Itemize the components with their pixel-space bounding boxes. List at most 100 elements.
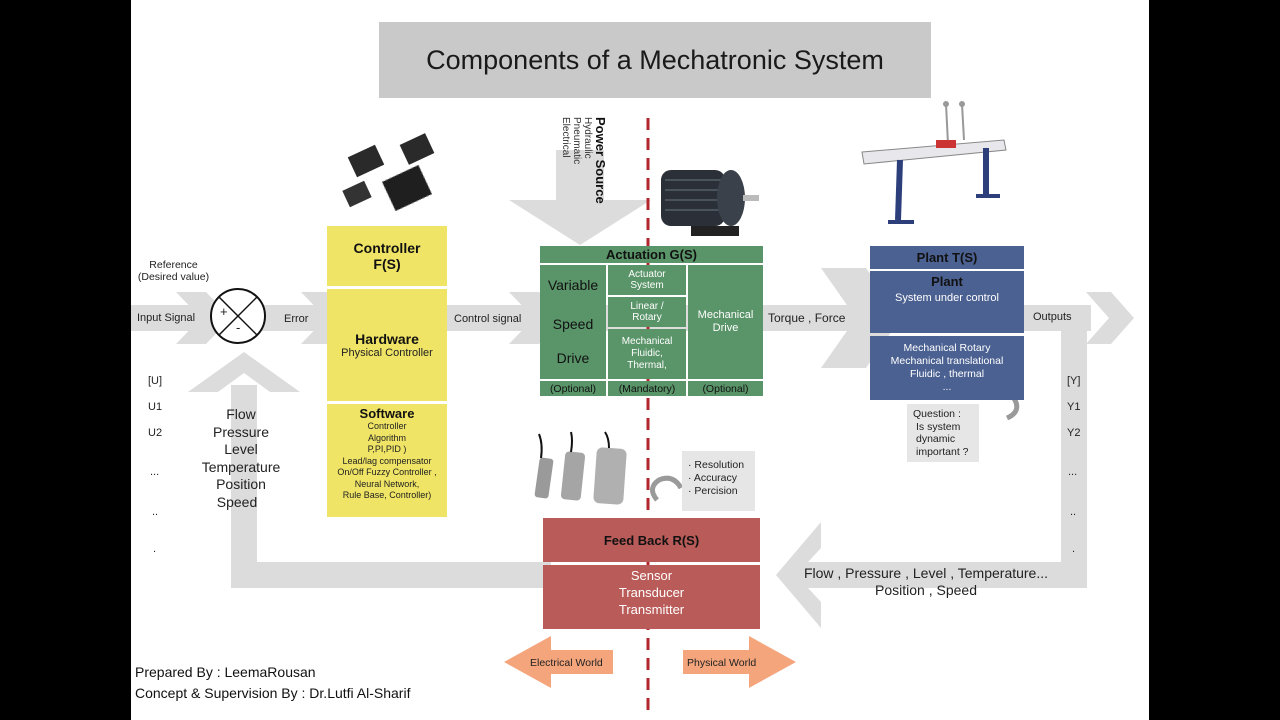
chevron-feedback-in xyxy=(776,522,821,628)
feedback-body: Sensor Transducer Transmitter xyxy=(543,565,760,629)
plant-type: Mechanical translational xyxy=(890,355,1004,367)
y-label-dots-3: ... xyxy=(1068,466,1078,478)
question-line: Question : xyxy=(913,408,961,420)
reference-label: Reference (Desired value) xyxy=(131,259,216,283)
controller-title: Controller xyxy=(353,240,421,256)
actuation-header: Actuation G(S) xyxy=(540,246,763,263)
plus-sign: + xyxy=(220,304,228,319)
question-line: Is system xyxy=(916,420,961,433)
software-lines: Controller Algorithm P,PI,PID ) Lead/lag… xyxy=(327,421,447,502)
plant-title: Plant xyxy=(931,274,963,289)
u-label-dots-2: .. xyxy=(152,506,159,518)
title-box: Components of a Mechatronic System xyxy=(379,22,931,98)
mandatory: (Mandatory) xyxy=(608,381,686,396)
y-label-dots-2: .. xyxy=(1070,506,1077,518)
plant-type: Mechanical Rotary xyxy=(903,342,991,354)
y-label-2: Y2 xyxy=(1067,427,1081,439)
power-source-stem xyxy=(556,150,604,202)
mechanical-fluidic-cell: Mechanical Fluidic, Thermal, xyxy=(608,329,686,379)
hardware-subtitle: Physical Controller xyxy=(341,347,433,359)
var-speed: Speed xyxy=(216,493,258,510)
plant-header: Plant T(S) xyxy=(870,246,1024,269)
power-source-electrical: Electrical xyxy=(560,117,571,158)
sensors-image xyxy=(534,431,627,505)
plant-main: Plant System under control xyxy=(870,271,1024,333)
output-down-path xyxy=(1061,318,1087,588)
transducer-line: Transducer xyxy=(618,585,685,600)
u-label-dots-1: . xyxy=(153,543,157,555)
output-variables: Flow , Pressure , Level , Temperature...… xyxy=(781,565,1071,599)
software-line: Algorithm xyxy=(367,432,406,443)
controller-transfer: F(S) xyxy=(373,256,401,272)
software-line: Controller xyxy=(367,421,407,431)
question-line: dynamic xyxy=(916,433,956,445)
mech-line: Mechanical xyxy=(621,336,673,347)
software-line: Neural Network, xyxy=(354,478,420,489)
linear-rotary-cell: Linear / Rotary xyxy=(608,297,686,327)
plant-type: ... xyxy=(942,381,952,393)
power-source-title: Power Source xyxy=(593,117,608,204)
power-source-label: Power Source Hydraulic Pneumatic Electri… xyxy=(536,117,608,212)
question-box: Question : Is system dynamic important ? xyxy=(907,404,979,462)
speed-label: Speed xyxy=(552,316,594,332)
linear-rail-image xyxy=(861,101,1007,224)
controller-software: Software Controller Algorithm P,PI,PID )… xyxy=(327,404,447,517)
flow-arrows xyxy=(131,118,1134,712)
credits-prepared: Prepared By : LeemaRousan xyxy=(135,664,316,680)
output-vars-line-1: Flow , Pressure , Level , Temperature... xyxy=(803,565,1049,581)
fluidic-line: Fluidic, xyxy=(631,348,663,359)
ic-chips-image xyxy=(342,133,435,212)
power-source-pneumatic: Pneumatic xyxy=(571,117,582,165)
u-label-2: U2 xyxy=(148,427,163,439)
electrical-world-label: Electrical World xyxy=(530,657,603,669)
software-title: Software xyxy=(359,406,415,421)
slide: Components of a Mechatronic System Power… xyxy=(131,0,1149,720)
software-line: P,PI,PID ) xyxy=(367,444,407,454)
mech-drive-line: Mechanical xyxy=(697,309,754,321)
input-signal-label: Input Signal xyxy=(137,312,196,324)
power-source-arrowhead xyxy=(509,200,651,245)
outputs-label: Outputs xyxy=(1033,311,1072,323)
rotary-line: Rotary xyxy=(632,312,662,323)
electrical-world-arrow xyxy=(504,636,613,688)
physical-world-arrow xyxy=(683,636,796,688)
var-pressure: Pressure xyxy=(212,423,270,440)
sensor-properties-box: · Resolution · Accuracy · Percision xyxy=(682,451,755,511)
motor-image xyxy=(661,170,759,236)
y-label-vector: [Y] xyxy=(1067,375,1081,387)
output-vars-line-2: Position , Speed xyxy=(875,582,977,598)
y-label-dots-1: . xyxy=(1072,543,1076,555)
controller-header: Controller F(S) xyxy=(327,226,447,286)
u-label-vector: [U] xyxy=(148,375,163,387)
linear-line: Linear / xyxy=(630,301,664,312)
feedback-return-path xyxy=(231,562,551,588)
u-label-dots-3: ... xyxy=(150,466,160,478)
reference-line-1: Reference xyxy=(149,259,198,271)
mechanical-drive-cell: Mechanical Drive xyxy=(688,265,763,379)
hardware-title: Hardware xyxy=(355,331,419,347)
plant-subtitle: System under control xyxy=(895,292,999,304)
software-line: Rule Base, Controller) xyxy=(342,490,432,500)
thermal-line: Thermal, xyxy=(627,360,667,371)
chevron-output xyxy=(1086,292,1134,344)
feedback-variables: Flow Pressure Level Temperature Position… xyxy=(191,406,291,511)
plant-type: Fluidic , thermal xyxy=(909,368,985,380)
transmitter-line: Transmitter xyxy=(618,602,685,617)
credits-concept: Concept & Supervision By : Dr.Lutfi Al-S… xyxy=(135,685,411,701)
optional-2: (Optional) xyxy=(688,381,763,396)
chevron-up xyxy=(188,352,300,392)
sensor-prop: · Accuracy xyxy=(688,472,738,484)
plant-types: Mechanical Rotary Mechanical translation… xyxy=(870,336,1024,400)
software-line: Lead/lag compensator xyxy=(342,455,432,466)
controller-hardware: Hardware Physical Controller xyxy=(327,289,447,401)
actuation-variable-speed-drive: Variable Speed Drive xyxy=(540,265,606,379)
var-temperature: Temperature xyxy=(201,458,281,475)
output-return-path xyxy=(791,562,1087,588)
sensor-line: Sensor xyxy=(630,568,673,583)
var-level: Level xyxy=(224,441,258,457)
sensor-prop: · Resolution xyxy=(688,459,745,471)
sensor-hook xyxy=(650,475,684,502)
actuator-line: Actuator xyxy=(628,269,666,280)
actuator-line: System xyxy=(630,280,664,291)
question-line: important ? xyxy=(916,445,969,458)
